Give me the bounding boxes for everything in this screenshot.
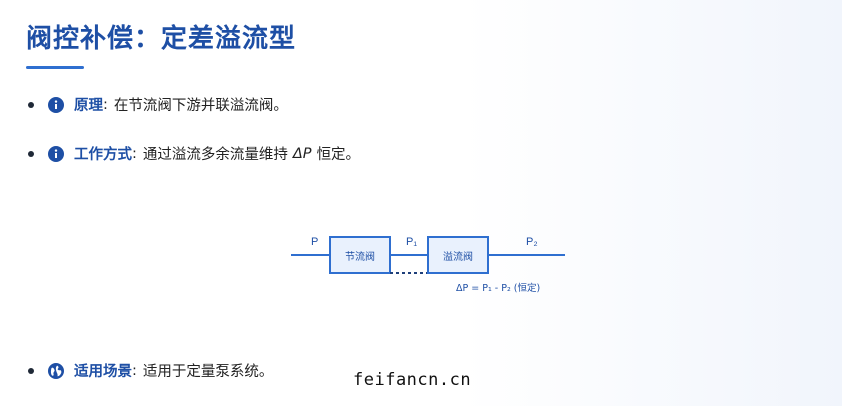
info-icon (48, 96, 64, 113)
bullet-text-end: 恒定。 (316, 147, 361, 163)
bullet-dot (28, 101, 34, 108)
bullet-principle: 原理 : 在节流阀下游并联溢流阀。 (28, 94, 288, 115)
p-label: P (311, 236, 318, 248)
bullet-dot (28, 150, 34, 157)
bullet-dot (28, 367, 34, 374)
throttle-valve-label: 节流阀 (345, 250, 375, 263)
bullet-separator: : (132, 362, 137, 379)
bullet-text: 适用于定量泵系统。 (142, 364, 274, 380)
bullet-text: 在节流阀下游并联溢流阀。 (113, 98, 288, 114)
bullet-application: 适用场景 : 适用于定量泵系统。 (28, 360, 273, 381)
relief-valve-label: 溢流阀 (443, 250, 473, 263)
bullet-text: 通过溢流多余流量维持 (142, 147, 288, 163)
bullet-label: 适用场景 (74, 364, 132, 380)
relief-valve-box (427, 236, 489, 274)
watermark-text: feifancn.cn (353, 370, 472, 390)
bullet-label: 工作方式 (74, 147, 132, 163)
p2-label: P₂ (526, 236, 538, 248)
delta-p-symbol: ΔP (292, 145, 312, 162)
bullet-separator: : (132, 145, 137, 162)
globe-icon (48, 362, 64, 379)
info-icon (48, 145, 64, 162)
bullet-label: 原理 (74, 98, 103, 114)
delta-p-formula: ΔP = P₁ - P₂ (恒定) (456, 282, 540, 294)
title-underline (26, 66, 84, 69)
bullet-working-mode: 工作方式 : 通过溢流多余流量维持 ΔP 恒定。 (28, 143, 360, 164)
throttle-valve-box (329, 236, 391, 274)
p1-label: P₁ (406, 236, 417, 248)
page-title: 阀控补偿：定差溢流型 (26, 24, 297, 54)
bullet-separator: : (103, 96, 108, 113)
